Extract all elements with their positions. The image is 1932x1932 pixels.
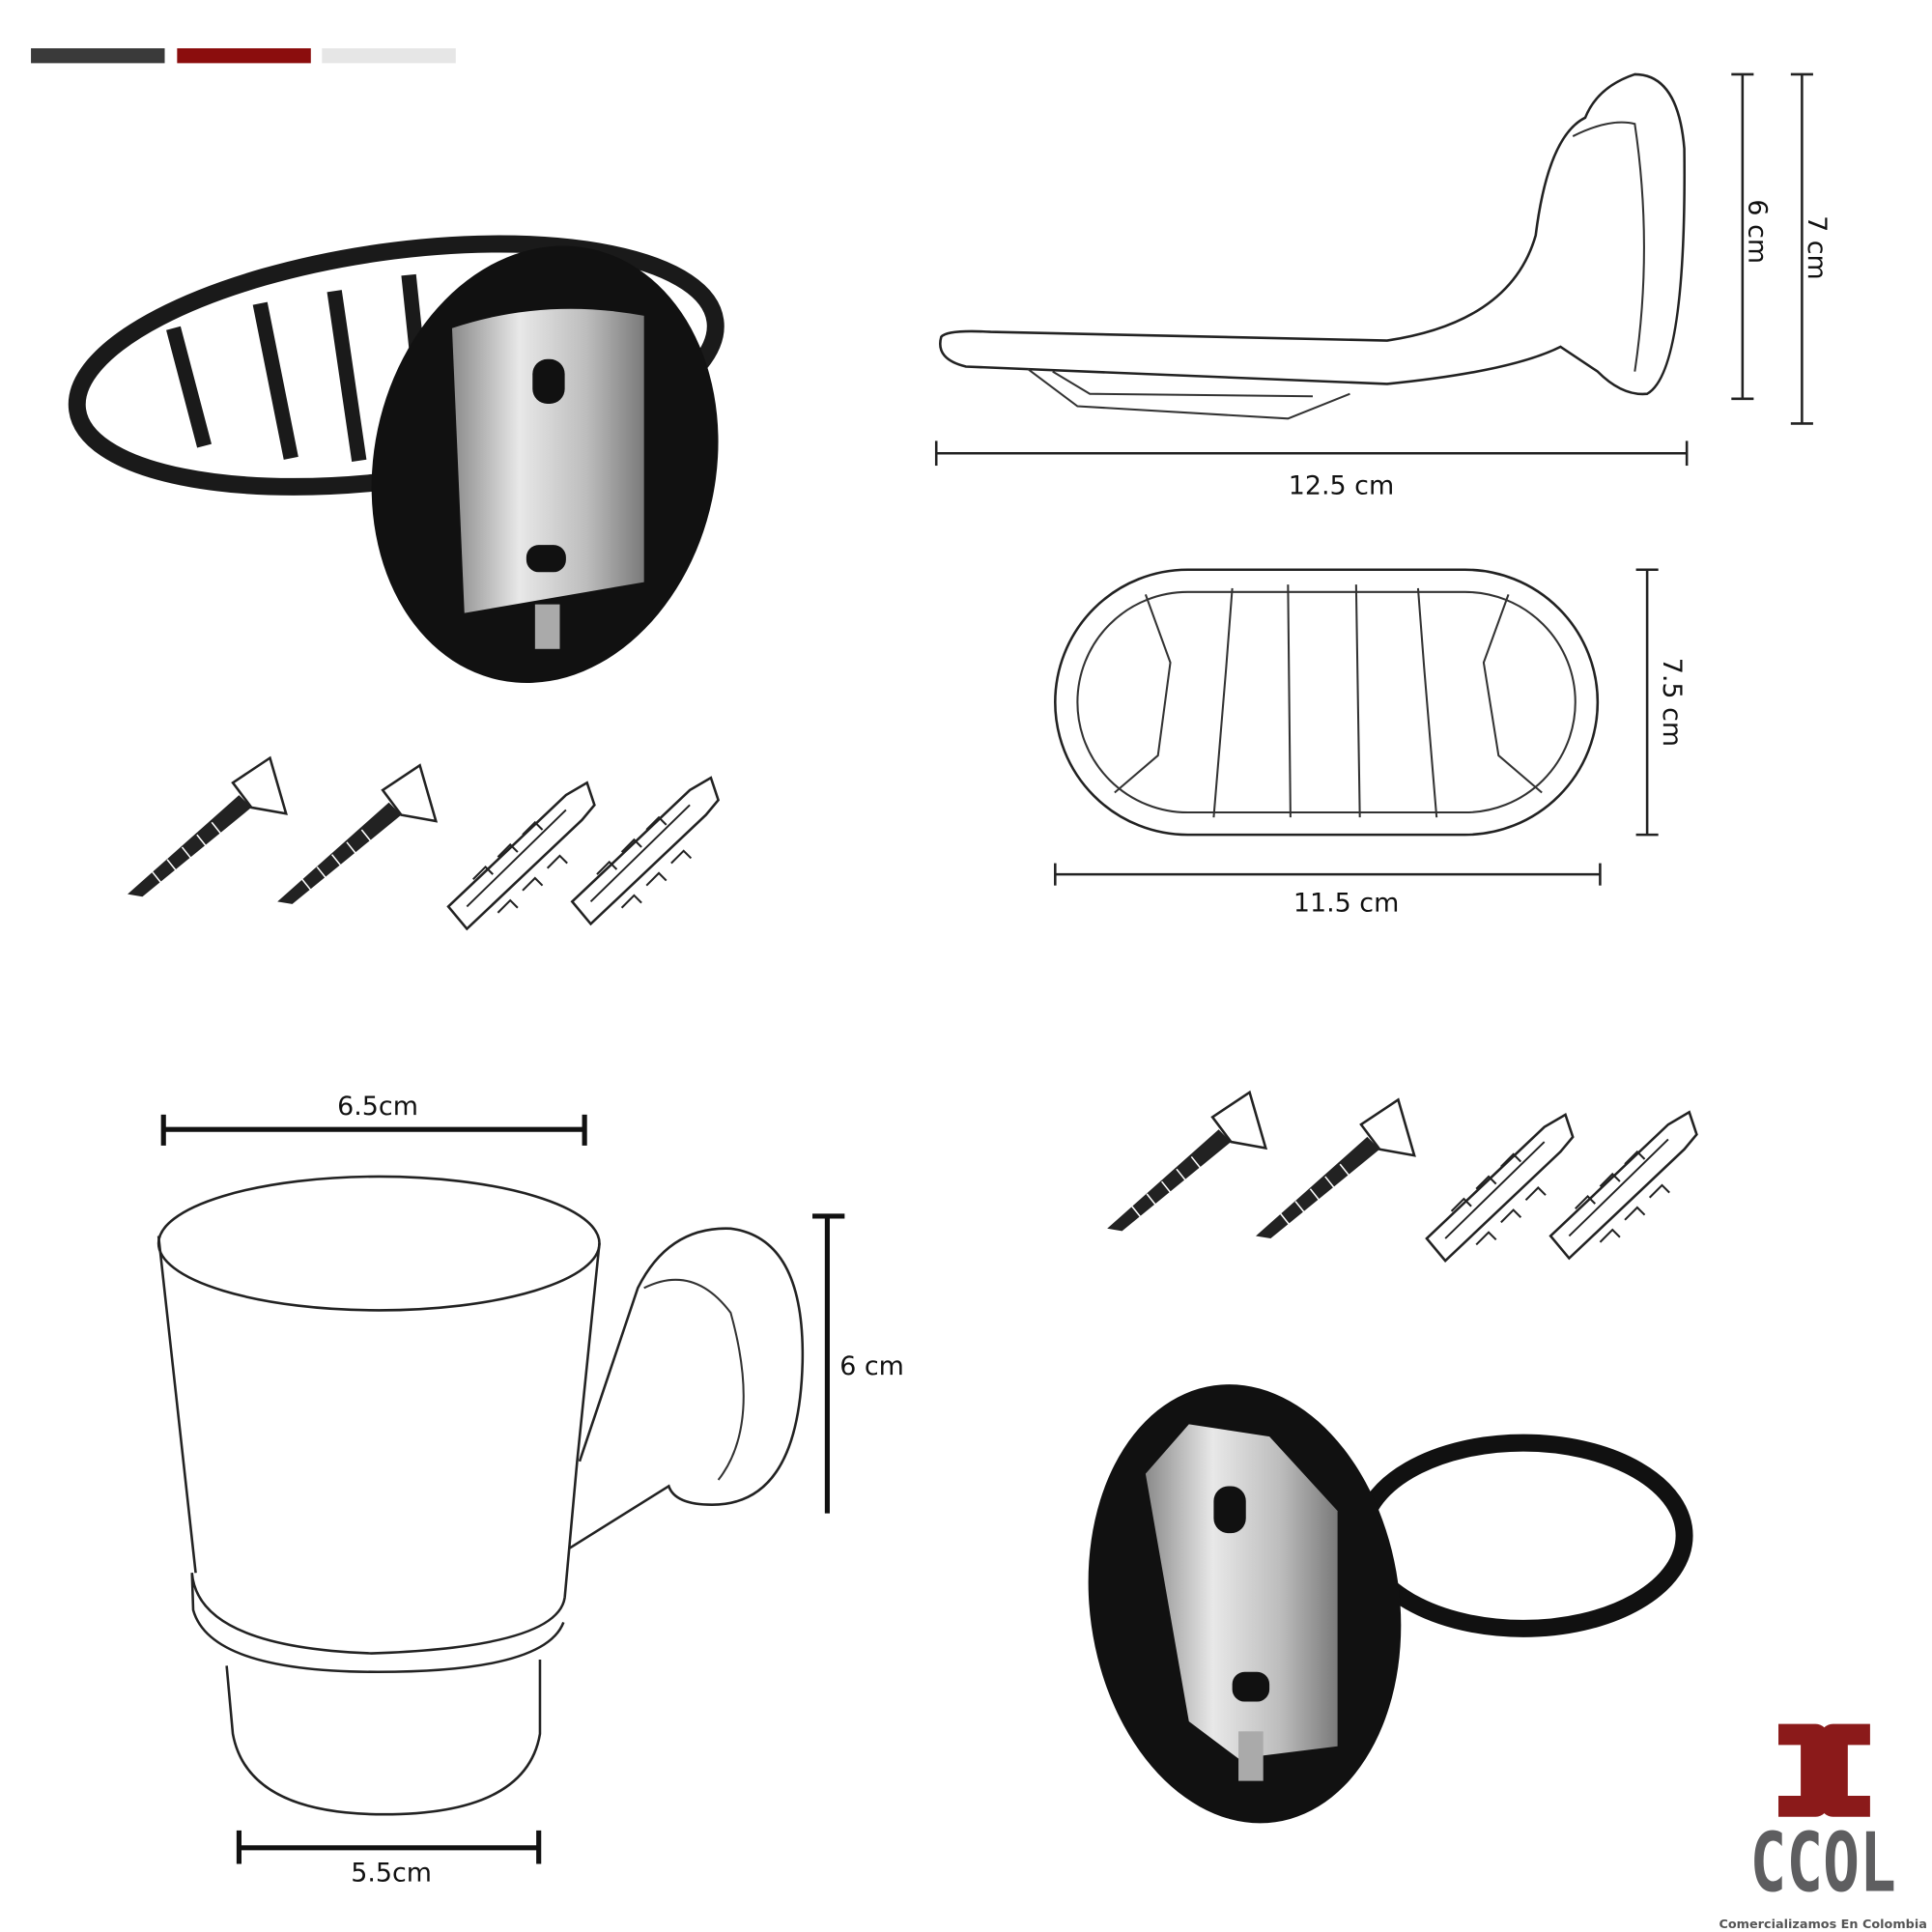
color-bar-dark xyxy=(31,48,165,64)
screw-icon xyxy=(275,764,438,906)
cup-height-label: 6 cm xyxy=(839,1351,904,1381)
cup-bottom-width-label: 5.5cm xyxy=(351,1858,432,1888)
top-depth-label: 7.5 cm xyxy=(1657,658,1687,747)
side-height-inner-label: 6 cm xyxy=(1742,199,1772,264)
cup-top-width-label: 6.5cm xyxy=(337,1092,418,1122)
wall-plug-icon xyxy=(571,776,720,925)
hardware-set-top xyxy=(126,756,720,930)
top-width-label: 11.5 cm xyxy=(1293,889,1399,919)
wall-plug-icon xyxy=(1425,1113,1575,1263)
screw-icon xyxy=(1105,1091,1267,1233)
cup-holder-drawing: 6.5cm 6 cm 5.5cm xyxy=(156,1092,904,1888)
color-bar-light xyxy=(322,48,456,64)
screw-icon xyxy=(1254,1098,1416,1240)
screw-icon xyxy=(126,756,288,898)
side-height-outer-label: 7 cm xyxy=(1802,215,1832,280)
logo-tagline: Comercializamos En Colombia xyxy=(1719,1918,1926,1932)
hardware-set-bottom xyxy=(1105,1091,1698,1263)
wall-plug-icon xyxy=(446,781,596,930)
color-bar-red xyxy=(177,48,311,64)
soap-dish-photo xyxy=(68,235,724,683)
side-width-label: 12.5 cm xyxy=(1289,471,1394,501)
logo-name: CCOL xyxy=(1750,1815,1896,1911)
soap-dish-top-drawing: 11.5 cm 7.5 cm xyxy=(1054,568,1687,919)
cup-holder-photo xyxy=(1088,1384,1693,1824)
soap-dish-side-drawing: 12.5 cm 6 cm 7 cm xyxy=(934,72,1832,501)
ccol-logo: CCOL Comercializamos En Colombia xyxy=(1719,1723,1927,1932)
